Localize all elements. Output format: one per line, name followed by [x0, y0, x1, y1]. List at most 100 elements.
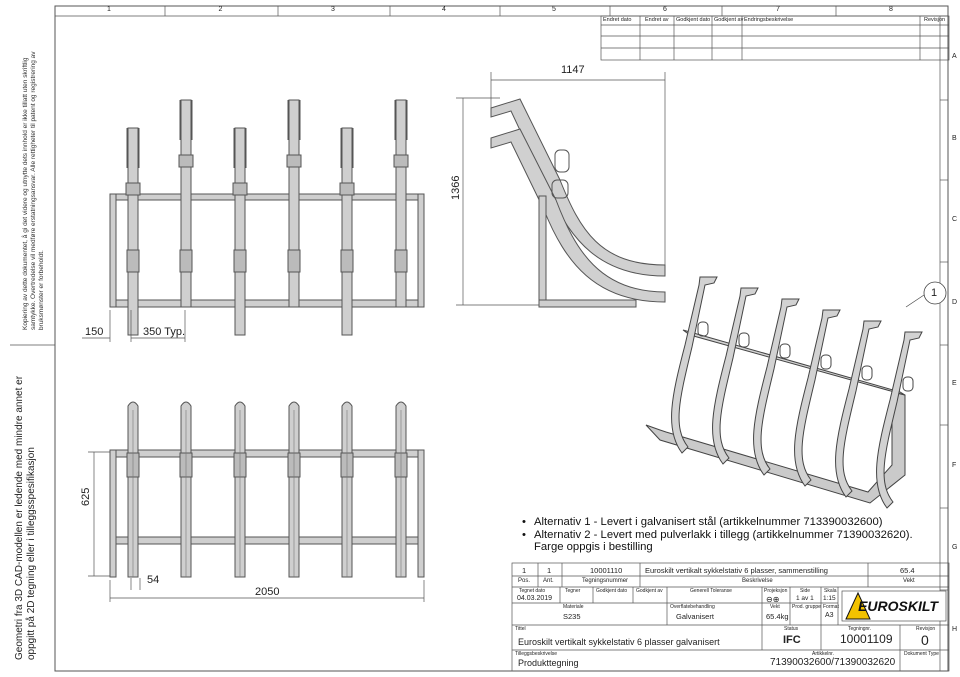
note-alt2: •Alternativ 2 - Levert med pulverlakk i … — [522, 528, 913, 541]
drawing-frame — [54, 5, 949, 672]
logo-text: EUROSKILT — [858, 598, 939, 614]
bom-pos: 1 — [522, 566, 527, 575]
rev-header: Godkjent av — [714, 17, 744, 23]
projection-symbol-icon: ⊖⊕ — [766, 595, 780, 604]
label-doktype: Dokument Type — [904, 651, 939, 657]
rack-front — [232, 127, 248, 336]
dims-top — [88, 451, 425, 602]
label-prod-gruppe: Prod. gruppe — [792, 604, 821, 610]
artikkel-value: 71390032600/71390032620 — [770, 657, 896, 668]
row-label: C — [952, 216, 958, 223]
row-label: E — [952, 380, 957, 387]
rack-front — [286, 99, 302, 308]
label-overflate: Overflatebehandling — [670, 604, 715, 610]
rev-header: Endret av — [645, 17, 669, 23]
row-markers — [940, 99, 948, 591]
rack-front — [393, 99, 409, 308]
row-label: H — [952, 625, 958, 633]
label-godkjent-av: Godkjent av — [636, 588, 663, 594]
note-alt1: •Alternativ 1 - Levert i galvanisert stå… — [522, 516, 883, 528]
rack-top — [126, 401, 140, 578]
title-block-grid — [511, 562, 950, 672]
left-post — [109, 193, 117, 308]
label-tegner: Tegner — [565, 588, 581, 594]
label-tegnet-dato: Tegnet dato — [519, 588, 546, 594]
rack-iso — [835, 320, 882, 498]
label-godkjent-dato: Godkjent dato — [596, 588, 628, 594]
format-value: A3 — [825, 612, 834, 619]
row-label: G — [952, 544, 958, 551]
dim-2050: 2050 — [255, 586, 280, 598]
rack-iso — [753, 298, 800, 476]
label-tittel: Tittel — [515, 626, 526, 632]
label-format: Format — [823, 604, 839, 610]
balloon-circle — [923, 281, 947, 305]
rev-header: Endret dato — [603, 17, 632, 23]
label-revisjon: Revisjon — [916, 626, 936, 632]
label-projeksjon: Projeksjon — [764, 588, 788, 594]
bom-drawing-number: 10001110 — [590, 566, 623, 575]
top-rail — [109, 193, 425, 201]
bom-header-weight: Vekt — [903, 578, 915, 584]
dim-350-typ: 350 Typ. — [143, 326, 185, 338]
rack-iso — [876, 331, 923, 509]
dims-front — [82, 310, 186, 342]
row-label: A — [952, 53, 957, 60]
rack-iso — [712, 287, 759, 465]
cad-geometry-sidenote: Geometri fra 3D CAD-modellen er ledende … — [14, 375, 37, 660]
rack-front — [339, 127, 355, 336]
front-view — [109, 99, 425, 336]
row-label: D — [952, 298, 958, 306]
rack-top — [287, 401, 301, 578]
rack-top — [233, 401, 247, 578]
revision-table — [600, 15, 950, 61]
note-alt2-color: Farge oppgis i bestilling — [534, 541, 653, 553]
label-side: Side — [800, 588, 811, 594]
bom-weight: 65.4 — [900, 566, 915, 575]
column-label: 7 — [776, 6, 780, 13]
right-post — [417, 193, 425, 308]
column-label: 8 — [889, 6, 893, 13]
column-markers — [164, 6, 837, 16]
side-value: 1 av 1 — [796, 595, 814, 602]
rack-top — [394, 401, 408, 578]
label-vekt: Vekt — [770, 604, 780, 610]
top-view — [109, 401, 425, 578]
isometric-view — [645, 276, 923, 509]
rack-front — [125, 127, 141, 336]
rev-header: Godkjent dato — [676, 17, 711, 23]
rack-iso — [794, 309, 841, 487]
column-label: 4 — [442, 6, 446, 13]
label-materiale: Materiale — [563, 604, 584, 610]
rack-top — [340, 401, 354, 578]
bottom-rail — [109, 299, 425, 308]
drawing-title: Euroskilt vertikalt sykkelstativ 6 plass… — [518, 637, 720, 647]
euroskilt-logo: EUROSKILT — [841, 590, 947, 622]
column-label: 3 — [331, 6, 335, 13]
column-label: 6 — [663, 6, 667, 13]
dim-1147: 1147 — [561, 64, 585, 76]
column-label: 1 — [107, 6, 111, 13]
rack-top — [179, 401, 193, 578]
dim-54: 54 — [147, 574, 160, 586]
overflate-value: Galvanisert — [676, 612, 714, 621]
skala-value: 1:15 — [823, 595, 836, 602]
dim-150: 150 — [85, 326, 104, 338]
balloon-number: 1 — [931, 287, 938, 299]
row-label: B — [952, 135, 957, 142]
copyright-sidenote: Kopiering av dette dokumentet, å gi det … — [22, 51, 45, 330]
dim-1366: 1366 — [450, 175, 462, 200]
label-tillegg: Tilleggsbeskrivelse — [515, 651, 558, 657]
label-generell-toleranse: Generell Toleranse — [690, 588, 732, 594]
bom-description: Euroskilt vertikalt sykkelstativ 6 plass… — [645, 566, 828, 575]
front-racks — [125, 99, 409, 336]
tegningnr-value: 10001109 — [840, 632, 893, 646]
column-label: 5 — [552, 6, 556, 13]
rack-front — [178, 99, 194, 308]
side-view — [456, 72, 666, 308]
bom-header-drawing: Tegningsnummer — [582, 578, 629, 584]
label-tegningnr: Tegningnr. — [848, 626, 872, 632]
column-label: 2 — [218, 6, 223, 13]
bom-ant: 1 — [547, 566, 552, 575]
